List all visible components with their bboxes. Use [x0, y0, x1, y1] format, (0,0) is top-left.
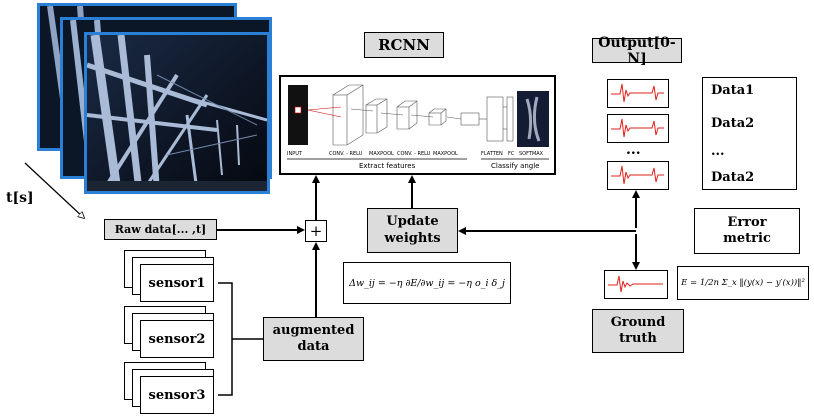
data-item-1: Data1	[711, 83, 755, 98]
sensor1-box: sensor1	[140, 264, 214, 302]
output-title: Output[0-N]	[592, 35, 682, 67]
layer-label-maxpool1: MAXPOOL	[369, 151, 394, 157]
layer-label-conv2: CONV. - RELU	[397, 151, 431, 157]
bridge-structure-image	[87, 35, 267, 191]
layer-label-conv1: CONV. - RELU	[329, 151, 363, 157]
ground-truth-line1: Ground	[610, 314, 666, 330]
sensor2-box: sensor2	[140, 320, 214, 358]
waveform-icon	[608, 275, 663, 293]
output-signal-1	[607, 79, 669, 108]
time-label: t[s]	[6, 190, 34, 206]
waveform-icon	[611, 83, 664, 103]
augmented-data-box: augmented data	[263, 317, 364, 361]
update-rule-formula: Δw_ij = −η ∂E/∂w_ij = −η o_i δ_j	[343, 262, 511, 304]
group-label-classify: Classify angle	[491, 162, 540, 170]
sensor3-box: sensor3	[140, 376, 214, 414]
augmented-line1: augmented	[272, 322, 355, 338]
layer-label-softmax: SOFTMAX	[519, 151, 544, 157]
error-formula: E = 1/2n Σ_x ‖(y(x) − y′(x))‖²	[677, 266, 809, 300]
group-label-extract: Extract features	[359, 162, 416, 170]
cnn-diagram	[287, 84, 549, 160]
error-metric-box: Error metric	[694, 208, 800, 254]
bridge-photo-front	[84, 32, 270, 194]
layer-label-fc: FC	[508, 151, 515, 157]
data-list-box: Data1 Data2 ... Data2	[702, 77, 797, 190]
error-metric-line2: metric	[723, 231, 771, 246]
ground-truth-box: Ground truth	[592, 309, 684, 353]
output-signal-2	[607, 114, 669, 143]
waveform-icon	[611, 118, 664, 138]
sensors-bracket	[218, 282, 263, 396]
data-item-2: Data2	[711, 116, 755, 131]
error-metric-line1: Error	[727, 214, 767, 230]
raw-data-box: Raw data[... ,t]	[104, 219, 217, 240]
waveform-icon	[611, 165, 664, 185]
ground-truth-line2: truth	[619, 331, 657, 346]
cnn-architecture: INPUT CONV. - RELU MAXPOOL CONV. - RELU …	[279, 75, 556, 175]
update-weights-box: Update weights	[367, 208, 458, 253]
data-item-3: Data2	[711, 170, 755, 185]
output-ellipsis: ...	[626, 142, 641, 158]
data-item-ellipsis: ...	[711, 144, 725, 159]
update-weights-line1: Update	[386, 214, 439, 230]
time-arrow	[24, 162, 84, 218]
update-weights-line2: weights	[384, 230, 441, 246]
output-signal-n	[607, 161, 669, 190]
layer-label-flatten: FLATTEN	[481, 151, 503, 157]
layer-label-maxpool2: MAXPOOL	[433, 151, 458, 157]
sum-node: +	[305, 220, 327, 242]
ground-truth-signal	[604, 270, 668, 299]
augmented-line2: data	[297, 339, 330, 354]
layer-label-input: INPUT	[287, 151, 302, 157]
rcnn-title: RCNN	[364, 32, 444, 58]
